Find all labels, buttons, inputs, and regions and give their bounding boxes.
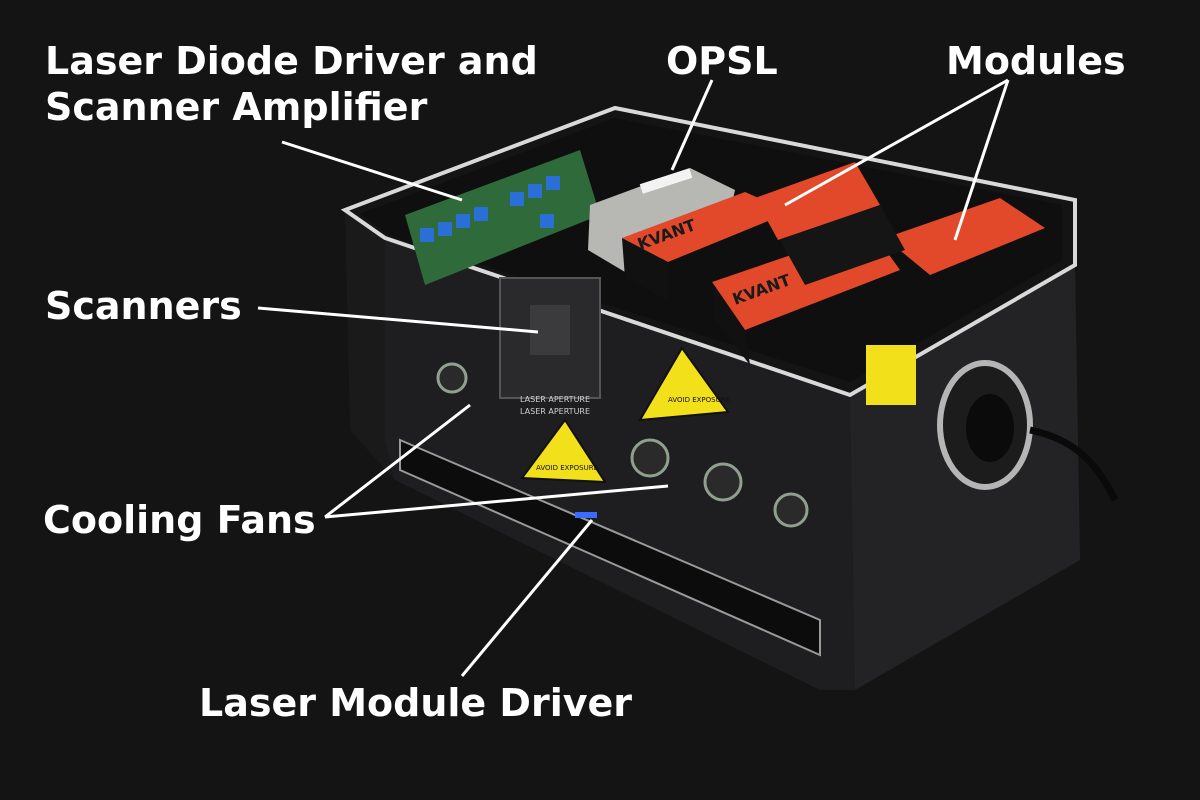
laser-module-1-side bbox=[622, 238, 668, 300]
callout-modules-left bbox=[784, 78, 1009, 207]
warning-text-lower: AVOID EXPOSURE bbox=[536, 464, 598, 472]
chassis-top-frame bbox=[340, 105, 1077, 398]
label-scanners: Scanners bbox=[45, 284, 242, 328]
laser-module-4 bbox=[885, 198, 1045, 275]
label-modules: Modules bbox=[946, 39, 1126, 83]
opsl-label-sticker bbox=[639, 168, 693, 194]
aperture-marking-2: LASER APERTURE bbox=[520, 407, 590, 416]
label-laser-module-driver: Laser Module Driver bbox=[199, 681, 633, 725]
warning-triangle-lower bbox=[520, 418, 607, 484]
aperture-marking-1: LASER APERTURE bbox=[520, 395, 590, 404]
label-opsl: OPSL bbox=[666, 39, 778, 83]
laser-module-3-side bbox=[712, 282, 750, 365]
cooling-fans bbox=[436, 362, 809, 528]
power-cable bbox=[1029, 426, 1119, 502]
callout-lines bbox=[257, 78, 1010, 677]
laser-module-1 bbox=[622, 192, 790, 262]
scanner-galvo bbox=[530, 305, 570, 355]
driver-indicator-led bbox=[575, 512, 597, 518]
label-laser-diode-driver: Laser Diode Driver and Scanner Amplifier bbox=[45, 39, 538, 129]
label-cooling-fans: Cooling Fans bbox=[43, 498, 316, 542]
warning-text-upper: AVOID EXPOSURE bbox=[668, 396, 730, 404]
callout-fans-left bbox=[324, 403, 471, 519]
callout-opsl bbox=[670, 79, 714, 171]
trimmer-potentiometers bbox=[420, 176, 560, 242]
callout-diode-driver bbox=[281, 140, 463, 202]
callout-fans-right bbox=[324, 484, 669, 519]
warning-triangle-upper bbox=[638, 346, 730, 422]
side-warning-sticker bbox=[866, 345, 916, 405]
callout-scanners bbox=[257, 306, 539, 334]
callout-modules-right bbox=[953, 79, 1010, 241]
callout-module-driver bbox=[460, 519, 594, 677]
laser-module-dark-caps bbox=[780, 205, 905, 285]
side-aperture-lens bbox=[966, 394, 1014, 462]
laser-module-2 bbox=[755, 162, 880, 240]
